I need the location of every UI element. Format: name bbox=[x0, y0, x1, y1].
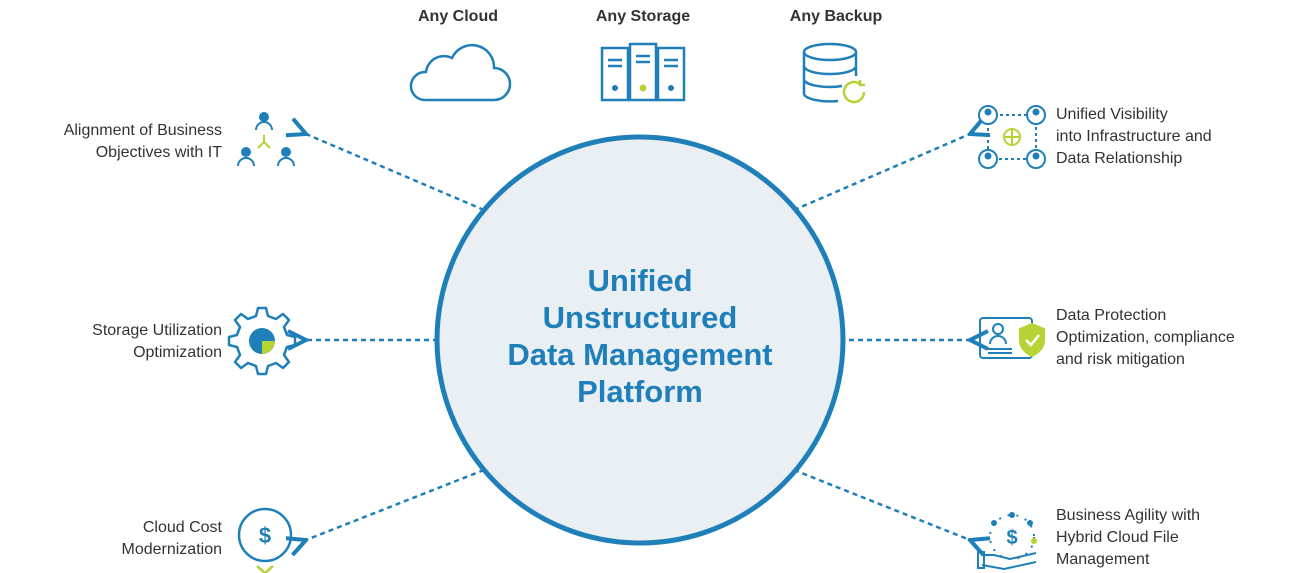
label-line: Modernization bbox=[121, 541, 223, 558]
dollar-coin-icon: $ bbox=[237, 507, 293, 573]
label-data-protection: Data Protection Optimization, compliance… bbox=[1056, 305, 1235, 371]
center-title-line: Data Management bbox=[507, 337, 773, 372]
label-line: Objectives with IT bbox=[95, 144, 222, 161]
certificate-shield-icon bbox=[979, 317, 1045, 359]
network-people-icon bbox=[978, 105, 1046, 169]
svg-text:$: $ bbox=[1006, 527, 1017, 549]
connector-arrows bbox=[306, 134, 970, 540]
label-line: Storage Utilization bbox=[92, 322, 222, 339]
database-backup-icon bbox=[802, 42, 866, 104]
label-unified-visibility: Unified Visibility into Infrastructure a… bbox=[1056, 104, 1212, 170]
label-line: Unified Visibility bbox=[1056, 106, 1168, 123]
label-cloud-cost-modernization: Cloud Cost Modernization bbox=[122, 517, 223, 561]
label-alignment-business-objectives: Alignment of Business Objectives with IT bbox=[64, 120, 222, 164]
label-line: Cloud Cost bbox=[142, 519, 222, 536]
cloud-icon bbox=[409, 43, 512, 102]
label-line: Management bbox=[1056, 551, 1150, 568]
center-title-line: Platform bbox=[577, 374, 703, 409]
org-chart-icon bbox=[237, 112, 295, 167]
label-line: Hybrid Cloud File bbox=[1056, 529, 1179, 546]
server-rack-icon bbox=[600, 42, 686, 102]
label-line: Data Relationship bbox=[1056, 150, 1183, 167]
top-label-any-backup: Any Backup bbox=[789, 8, 883, 25]
arrow-alignment bbox=[306, 134, 485, 212]
label-line: and risk mitigation bbox=[1056, 351, 1185, 368]
top-label-any-cloud: Any Cloud bbox=[418, 8, 498, 25]
gear-pie-chart-icon bbox=[227, 306, 297, 376]
hand-dollar-icon: $ bbox=[977, 512, 1037, 571]
label-storage-utilization: Storage Utilization Optimization bbox=[92, 320, 222, 364]
arrow-unified-visibility bbox=[793, 134, 970, 212]
label-line: Optimization bbox=[133, 344, 222, 361]
label-line: into Infrastructure and bbox=[1056, 128, 1212, 145]
center-title: Unified Unstructured Data Management Pla… bbox=[440, 262, 840, 410]
center-title-line: Unified bbox=[587, 263, 693, 298]
label-line: Business Agility with bbox=[1056, 507, 1201, 524]
top-label-any-storage: Any Storage bbox=[595, 8, 691, 25]
arrow-cloud-cost bbox=[306, 468, 485, 540]
label-line: Optimization, compliance bbox=[1056, 329, 1235, 346]
arrow-business-agility bbox=[793, 468, 970, 540]
svg-text:$: $ bbox=[259, 523, 271, 548]
center-title-line: Unstructured bbox=[542, 300, 738, 335]
label-business-agility: Business Agility with Hybrid Cloud File … bbox=[1056, 505, 1200, 571]
label-line: Alignment of Business bbox=[63, 122, 222, 139]
label-line: Data Protection bbox=[1056, 307, 1167, 324]
center-circle bbox=[434, 134, 846, 546]
